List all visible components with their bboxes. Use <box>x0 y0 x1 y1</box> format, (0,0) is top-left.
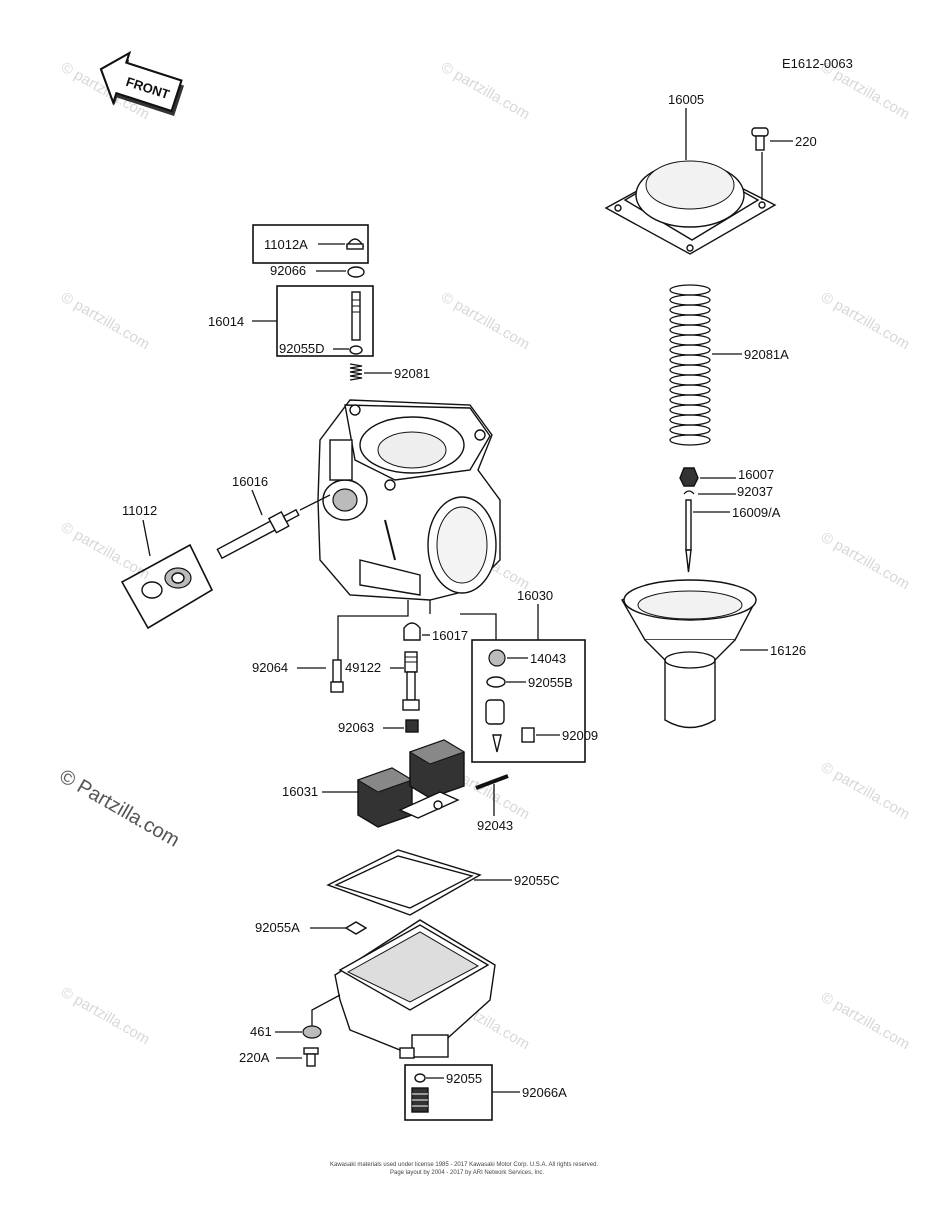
small-spring-icon <box>349 363 363 381</box>
float-assembly-icon <box>356 739 466 828</box>
o-ring-icon <box>414 1073 426 1083</box>
part-label-11012: 11012 <box>122 503 157 518</box>
needle-retainer-icon <box>679 467 699 487</box>
part-label-92066A: 92066A <box>522 1085 567 1100</box>
part-label-220A: 220A <box>239 1050 270 1065</box>
part-label-92055C: 92055C <box>514 873 560 888</box>
float-bowl-gasket-icon <box>326 849 482 916</box>
leader-line <box>251 489 263 516</box>
part-label-14043: 14043 <box>530 651 566 666</box>
watermark: © partzilla.com <box>58 984 153 1048</box>
air-jet-icon <box>216 508 300 560</box>
part-label-92043: 92043 <box>477 818 513 833</box>
part-box-11012A <box>252 224 369 264</box>
part-label-49122: 49122 <box>345 660 381 675</box>
watermark: © partzilla.com <box>818 759 913 823</box>
leader-line <box>460 613 497 640</box>
vacuum-piston-icon <box>621 579 757 729</box>
o-ring-icon <box>349 345 363 355</box>
part-label-92037: 92037 <box>737 484 773 499</box>
plug-icon <box>347 266 365 278</box>
leader-line <box>311 994 341 1026</box>
part-box-11012 <box>120 543 214 630</box>
part-label-92055B: 92055B <box>528 675 573 690</box>
pilot-jet-icon <box>330 659 344 693</box>
screw-icon <box>521 727 535 743</box>
leader-line <box>299 494 331 511</box>
watermark: © partzilla.com <box>818 989 913 1053</box>
washer-icon <box>141 581 163 599</box>
main-jet-icon <box>405 719 419 733</box>
part-label-92063: 92063 <box>338 720 374 735</box>
part-label-220: 220 <box>795 134 817 149</box>
front-arrow-icon: FRONT <box>99 51 184 117</box>
part-label-461: 461 <box>250 1024 272 1039</box>
part-label-92081A: 92081A <box>744 347 789 362</box>
part-label-92009: 92009 <box>562 728 598 743</box>
large-spring-icon <box>669 284 711 446</box>
part-label-16017: 16017 <box>432 628 468 643</box>
watermark: © partzilla.com <box>58 289 153 353</box>
part-label-11012A: 11012A <box>264 237 308 252</box>
top-cover-icon <box>604 160 777 255</box>
copyright-line-2: Page layout by 2004 - 2017 by ARI Networ… <box>390 1170 544 1176</box>
watermark: © partzilla.com <box>818 289 913 353</box>
part-label-92081: 92081 <box>394 366 430 381</box>
watermark: © partzilla.com <box>438 59 533 123</box>
float-needle-icon <box>492 734 502 753</box>
part-label-92055A: 92055A <box>255 920 300 935</box>
part-box-16030 <box>471 639 586 763</box>
watermark: © partzilla.com <box>438 289 533 353</box>
o-ring-icon <box>344 921 368 935</box>
part-label-16009A: 16009/A <box>732 505 781 520</box>
part-label-16014: 16014 <box>208 314 244 329</box>
pilot-screw-icon <box>351 291 361 341</box>
part-label-92064: 92064 <box>252 660 288 675</box>
carburetor-body <box>317 399 501 601</box>
part-label-16031: 16031 <box>282 784 318 799</box>
cap-base-icon <box>346 243 364 250</box>
copyright-line-1: Kawasaki materials used under license 19… <box>330 1162 598 1168</box>
screw-icon <box>751 127 769 151</box>
valve-body-icon <box>485 699 505 725</box>
jet-needle-icon <box>685 499 692 573</box>
float-bowl-icon <box>334 919 496 1059</box>
part-label-16030: 16030 <box>517 588 553 603</box>
o-ring-icon <box>486 676 506 688</box>
float-valve-seat-icon <box>488 649 506 667</box>
part-label-92055: 92055 <box>446 1071 482 1086</box>
watermark-large: © Partzilla.com <box>56 765 184 851</box>
part-label-92066: 92066 <box>270 263 306 278</box>
washer-icon <box>302 1025 322 1039</box>
diagram-ref-code: E1612-0063 <box>782 56 853 71</box>
part-label-16007: 16007 <box>738 467 774 482</box>
drain-screw-icon <box>411 1087 429 1113</box>
part-label-16005: 16005 <box>668 92 704 107</box>
float-pin-icon <box>475 774 509 790</box>
part-label-16126: 16126 <box>770 643 806 658</box>
clip-icon <box>683 490 695 495</box>
leader-line <box>337 600 409 660</box>
watermark: © partzilla.com <box>818 529 913 593</box>
leader-line <box>142 519 151 557</box>
bolt-icon <box>303 1047 319 1067</box>
needle-jet-icon <box>403 622 421 641</box>
part-label-92055D: 92055D <box>279 341 325 356</box>
part-label-16016: 16016 <box>232 474 268 489</box>
needle-jet-holder-icon <box>402 651 420 711</box>
